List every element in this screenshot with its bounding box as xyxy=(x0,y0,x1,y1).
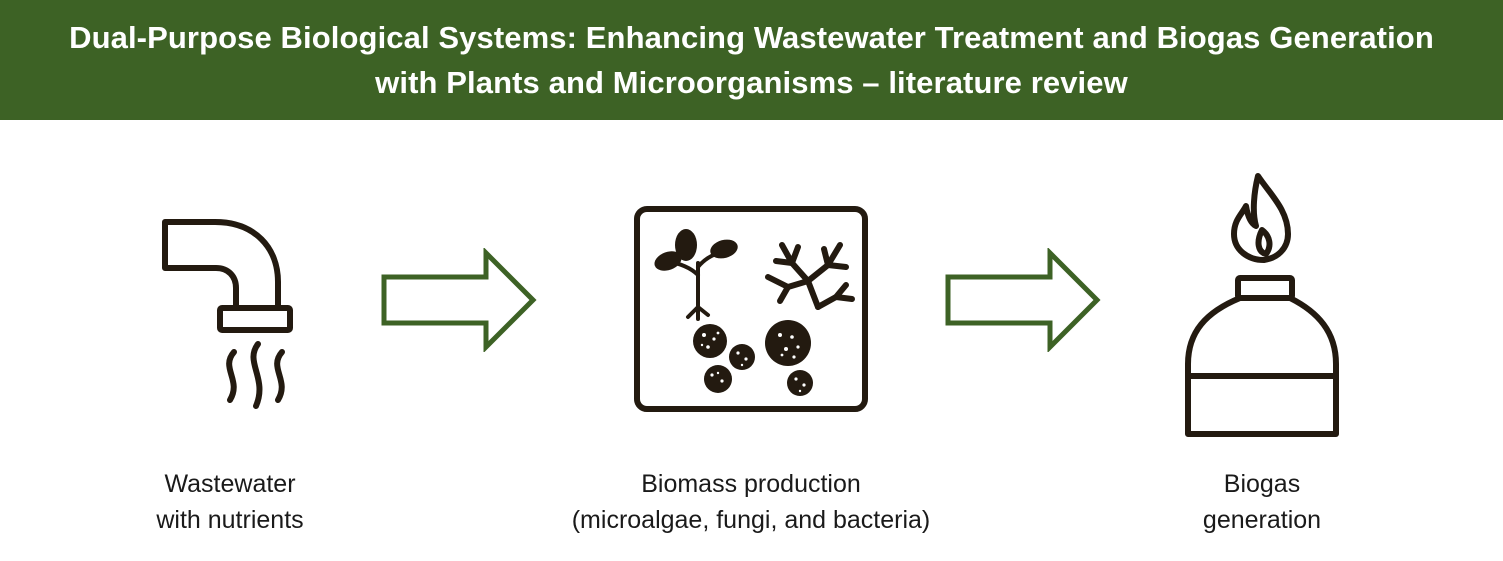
caption-wastewater-line2: with nutrients xyxy=(156,506,304,534)
faucet-icon xyxy=(162,219,293,409)
process-diagram: Wastewater with nutrients Biomass produc… xyxy=(0,120,1503,561)
title-line-1: Dual-Purpose Biological Systems: Enhanci… xyxy=(69,20,1434,55)
biomass-icon xyxy=(634,206,868,412)
caption-biomass: Biomass production (microalgae, fungi, a… xyxy=(526,466,976,538)
arrow-right-1 xyxy=(381,248,537,352)
caption-wastewater: Wastewater with nutrients xyxy=(105,466,355,538)
caption-biomass-line2: (microalgae, fungi, and bacteria) xyxy=(571,506,931,534)
caption-biomass-line1: Biomass production xyxy=(641,470,861,498)
gas-burner-icon xyxy=(1185,173,1339,437)
caption-biogas: Biogas generation xyxy=(1162,466,1362,538)
caption-wastewater-line1: Wastewater xyxy=(164,470,296,498)
title-line-2: with Plants and Microorganisms – literat… xyxy=(375,65,1128,100)
caption-biogas-line1: Biogas xyxy=(1223,470,1301,498)
arrow-right-2 xyxy=(945,248,1101,352)
title-banner: Dual-Purpose Biological Systems: Enhanci… xyxy=(0,0,1503,120)
caption-biogas-line2: generation xyxy=(1202,506,1322,534)
